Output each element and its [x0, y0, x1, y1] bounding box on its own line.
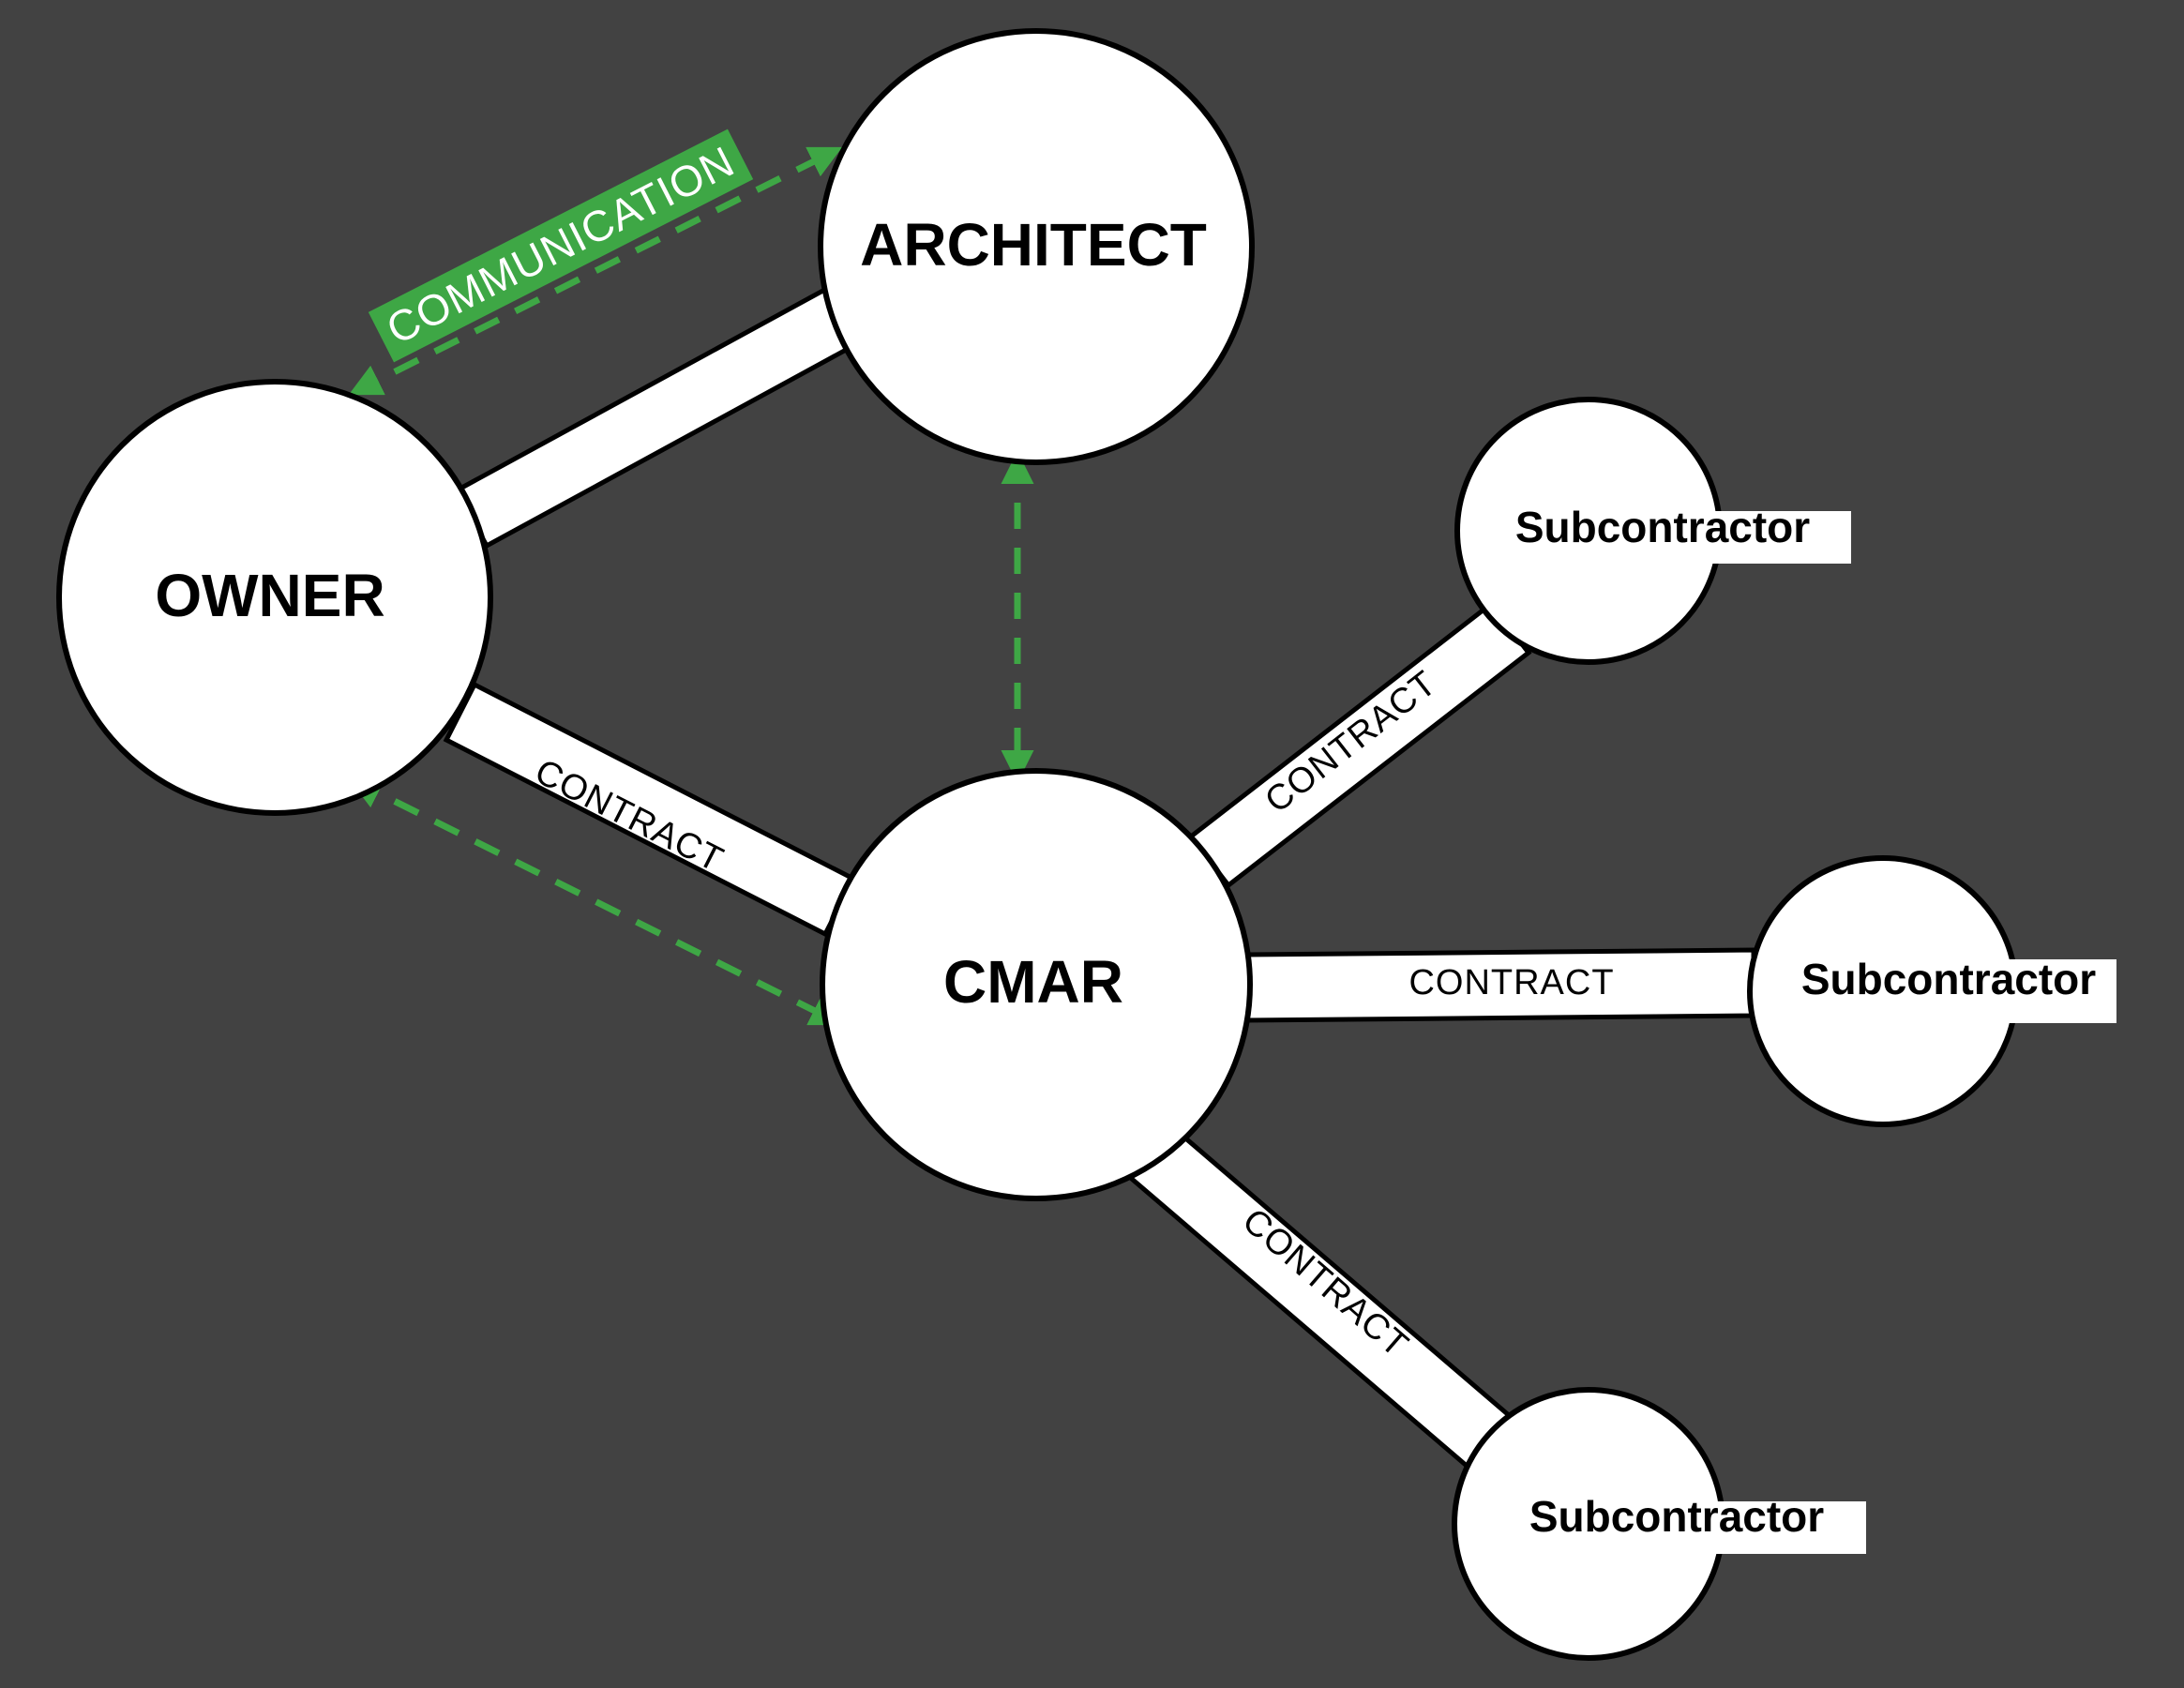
architect-circle	[818, 28, 1255, 465]
cmar-label: CMAR	[943, 948, 1123, 1016]
owner-label: OWNER	[155, 562, 384, 629]
cmar-node: CMAR	[820, 768, 1253, 1201]
subcontractor-node-top: Subcontractor	[1454, 397, 1851, 665]
subcontractor-node-middle: Subcontractor	[1747, 855, 2116, 1127]
subcontractor-label-background-top	[1482, 511, 1851, 564]
communication-label-text: COMMUNICATION	[379, 136, 742, 354]
subcontractor-label-middle: Subcontractor	[1801, 955, 2096, 1003]
owner-circle	[56, 379, 493, 816]
architect-node: ARCHITECT	[818, 28, 1255, 465]
subcontractor-label-background-bottom	[1482, 1501, 1866, 1554]
communication-label: COMMUNICATION	[368, 128, 754, 363]
architect-label: ARCHITECT	[860, 211, 1207, 279]
subcontractor-label-background-middle	[1779, 959, 2116, 1023]
cmar-sub2-contract-label: CONTRACT	[1408, 963, 1614, 1002]
owner-node: OWNER	[56, 379, 493, 816]
communication-label-background	[368, 128, 754, 363]
subcontractor-label-bottom: Subcontractor	[1529, 1492, 1824, 1541]
owner-architect-band	[453, 284, 862, 550]
cmar-circle	[820, 768, 1253, 1201]
subcontractor-node-bottom: Subcontractor	[1452, 1387, 1866, 1661]
subcontractor-label-top: Subcontractor	[1515, 503, 1810, 551]
